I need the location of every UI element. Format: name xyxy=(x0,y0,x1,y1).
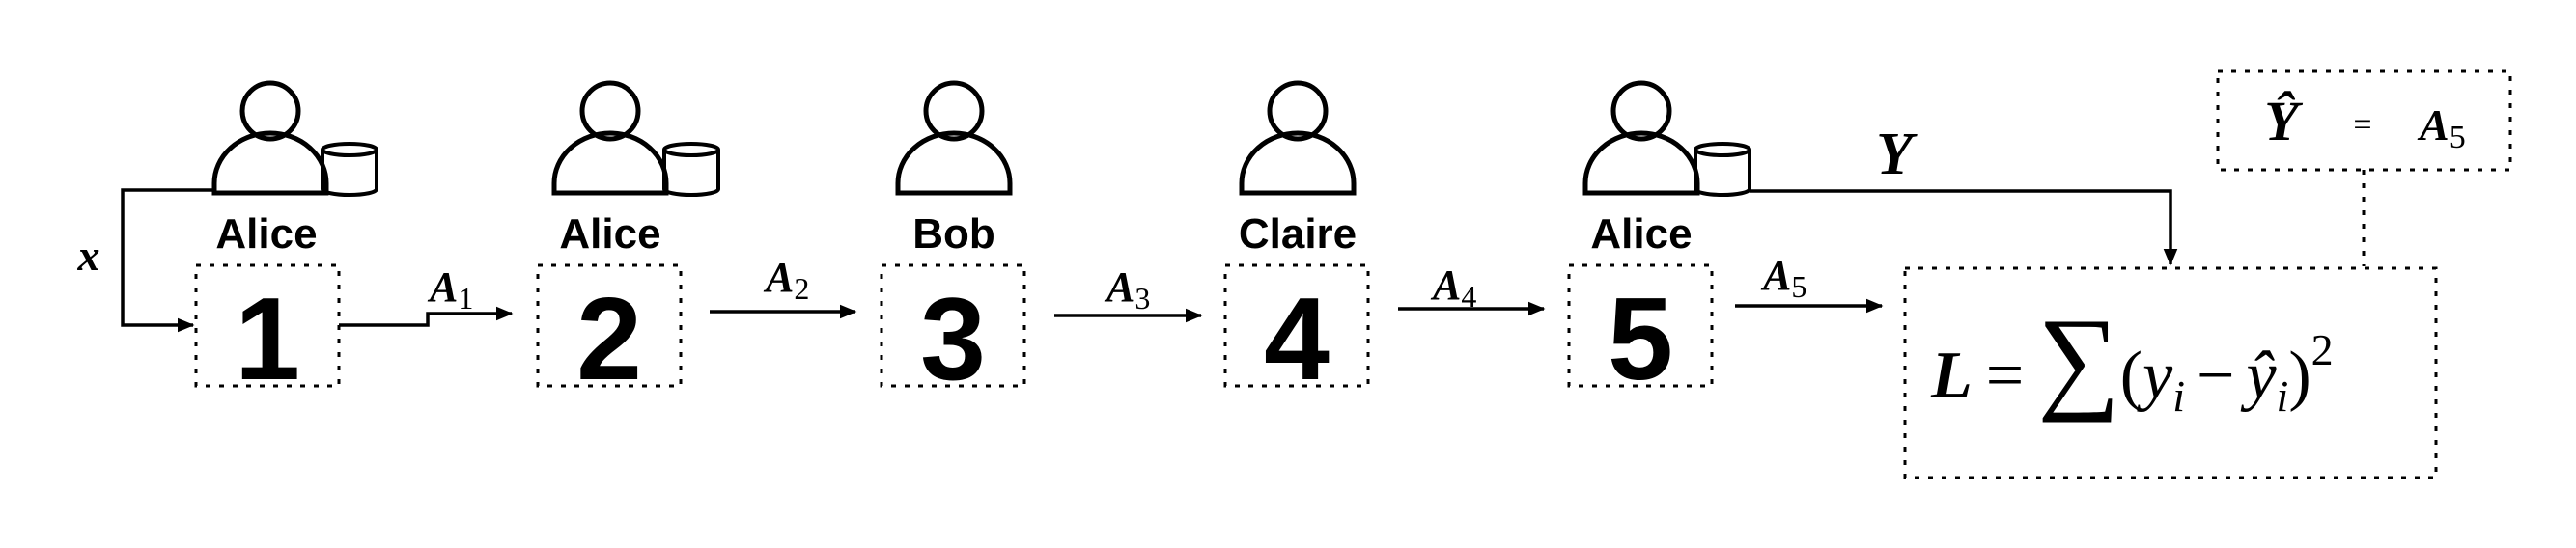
prediction-box: Ŷ = A5 xyxy=(2216,69,2512,172)
party-4: Claire 4 xyxy=(1223,80,1370,404)
party-name: Claire xyxy=(1239,210,1357,258)
person-icon xyxy=(1582,80,1700,196)
person-icon xyxy=(211,80,329,196)
labels-var: Y xyxy=(1876,122,1918,187)
labels-arrow xyxy=(1750,189,2178,266)
party-5: Alice 5 xyxy=(1567,80,1751,404)
database-icon xyxy=(321,142,378,197)
step-box xyxy=(536,263,683,388)
activation-arrow-1 xyxy=(339,306,514,327)
activation-label-3: A3 xyxy=(1104,263,1150,315)
step-number: 2 xyxy=(576,273,642,404)
database-icon xyxy=(1694,142,1751,197)
step-box xyxy=(1223,263,1370,388)
party-2: Alice 2 xyxy=(536,80,720,404)
party-name: Alice xyxy=(215,210,317,258)
person-icon xyxy=(895,80,1013,196)
activation-label-1: A1 xyxy=(427,263,473,315)
input-var: x xyxy=(77,231,100,280)
database-icon xyxy=(662,142,720,197)
party-1: Alice 1 xyxy=(194,80,378,404)
step-number: 5 xyxy=(1608,273,1673,404)
party-name: Alice xyxy=(1590,210,1692,258)
party-3: Bob 3 xyxy=(880,80,1026,404)
step-number: 3 xyxy=(920,273,986,404)
step-number: 1 xyxy=(235,273,300,404)
person-icon xyxy=(1239,80,1357,196)
party-name: Bob xyxy=(912,210,995,258)
activation-label-4: A4 xyxy=(1430,261,1476,314)
loss-box: L=∑(yi−ŷi)2 xyxy=(1903,266,2438,480)
loss-formula: L=∑(yi−ŷi)2 xyxy=(1930,294,2334,423)
prediction-value: A5 xyxy=(2417,100,2466,155)
step-box xyxy=(880,263,1026,388)
person-icon xyxy=(551,80,669,196)
activation-label-5: A5 xyxy=(1760,252,1806,304)
activation-label-2: A2 xyxy=(763,254,809,306)
step-box xyxy=(1567,263,1714,388)
party-name: Alice xyxy=(559,210,660,258)
step-number: 4 xyxy=(1264,273,1330,404)
input-arrow xyxy=(121,188,214,333)
prediction-equals: = xyxy=(2353,107,2371,143)
prediction-symbol: Ŷ xyxy=(2264,90,2303,152)
